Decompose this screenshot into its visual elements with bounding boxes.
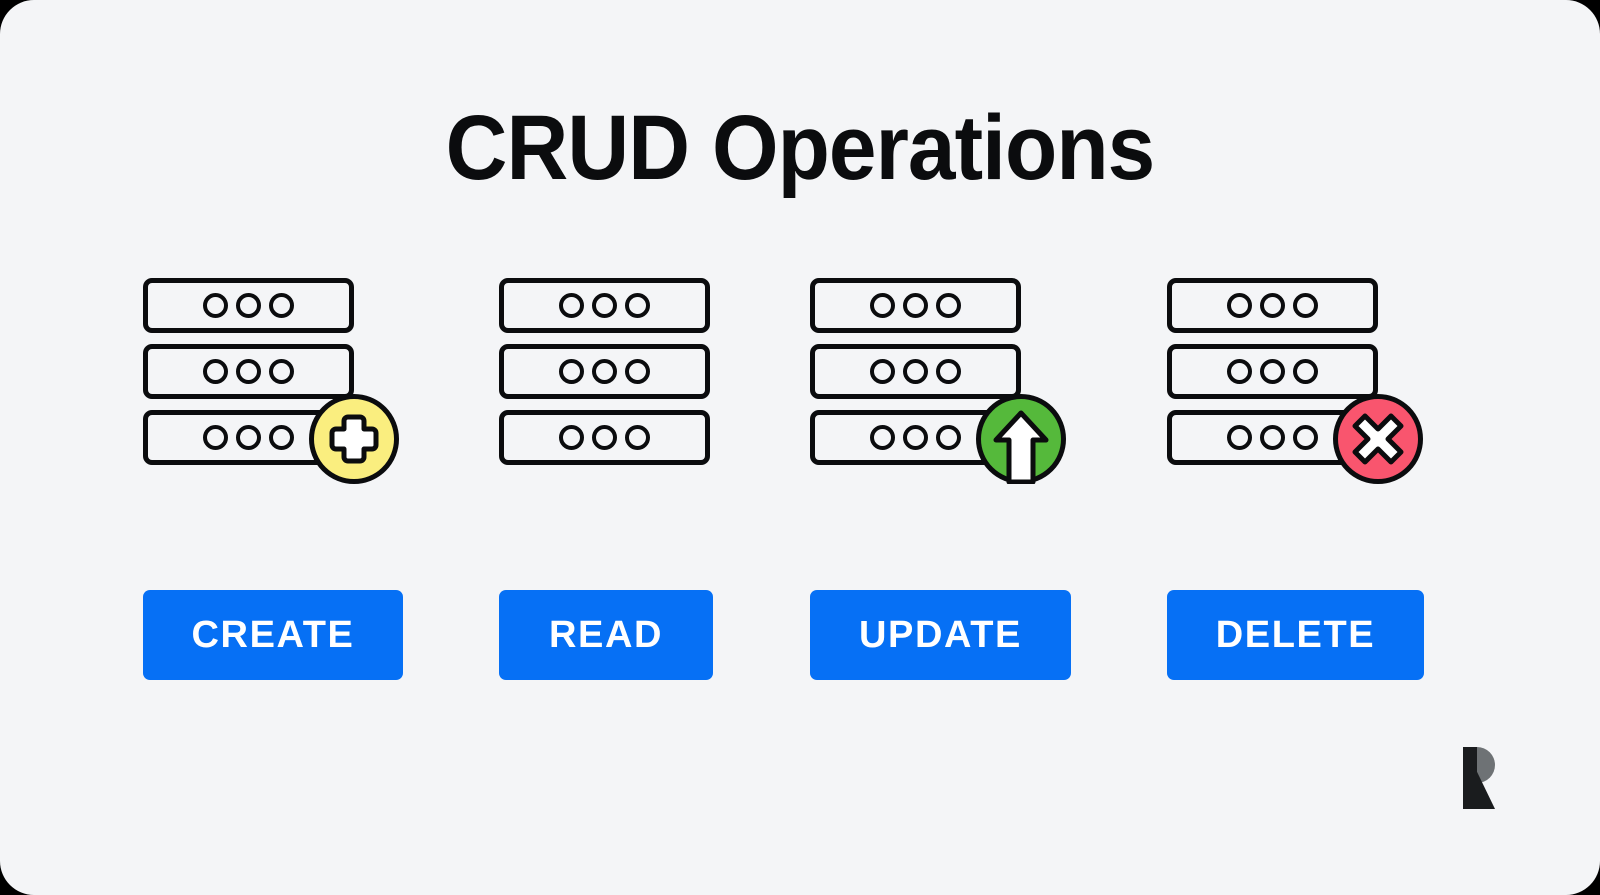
server-indicator-dot: [592, 359, 617, 384]
server-indicator-dot: [1260, 293, 1285, 318]
server-indicator-dot: [1227, 425, 1252, 450]
server-stack-icon: [810, 278, 1066, 484]
server-indicator-dot: [1293, 425, 1318, 450]
server-row: [810, 278, 1021, 333]
server-row: [499, 344, 710, 399]
server-row: [810, 344, 1021, 399]
server-indicator-dot: [625, 359, 650, 384]
server-row: [499, 410, 710, 465]
update-button[interactable]: UPDATE: [810, 590, 1071, 680]
read-button[interactable]: READ: [499, 590, 713, 680]
server-indicator-dot: [236, 359, 261, 384]
server-indicator-dot: [269, 293, 294, 318]
server-indicator-dot: [236, 425, 261, 450]
server-indicator-dot: [592, 293, 617, 318]
server-row: [499, 278, 710, 333]
server-indicator-dot: [1227, 293, 1252, 318]
server-indicator-dot: [203, 425, 228, 450]
create-button[interactable]: CREATE: [143, 590, 403, 680]
server-indicator-dot: [1293, 359, 1318, 384]
server-indicator-dot: [1227, 359, 1252, 384]
delete-button[interactable]: DELETE: [1167, 590, 1424, 680]
server-indicator-dot: [870, 293, 895, 318]
server-row: [1167, 278, 1378, 333]
server-indicator-dot: [203, 293, 228, 318]
server-indicator-dot: [236, 293, 261, 318]
page-title: CRUD Operations: [445, 97, 1156, 199]
server-indicator-dot: [936, 293, 961, 318]
server-indicator-dot: [936, 359, 961, 384]
server-indicator-dot: [1293, 293, 1318, 318]
server-indicator-dot: [903, 425, 928, 450]
operation-column-delete: [1167, 278, 1423, 484]
operation-column-create: [143, 278, 399, 484]
server-indicator-dot: [592, 425, 617, 450]
operation-column-read: [499, 278, 710, 474]
server-indicator-dot: [203, 359, 228, 384]
server-stack-icon: [499, 278, 710, 474]
plus-icon: [309, 394, 399, 484]
server-indicator-dot: [625, 425, 650, 450]
server-indicator-dot: [870, 425, 895, 450]
server-row: [143, 344, 354, 399]
server-indicator-dot: [903, 293, 928, 318]
close-x-icon: [1333, 394, 1423, 484]
arrow-up-icon: [976, 394, 1066, 484]
server-indicator-dot: [559, 359, 584, 384]
server-stack-icon: [143, 278, 399, 484]
server-indicator-dot: [559, 293, 584, 318]
server-row: [143, 278, 354, 333]
server-indicator-dot: [1260, 425, 1285, 450]
server-indicator-dot: [903, 359, 928, 384]
server-indicator-dot: [625, 293, 650, 318]
server-indicator-dot: [936, 425, 961, 450]
brand-r-logo: [1463, 747, 1495, 809]
operation-column-update: [810, 278, 1066, 484]
server-indicator-dot: [269, 359, 294, 384]
server-indicator-dot: [269, 425, 294, 450]
server-indicator-dot: [559, 425, 584, 450]
server-stack-icon: [1167, 278, 1423, 484]
server-indicator-dot: [870, 359, 895, 384]
server-row: [1167, 344, 1378, 399]
server-indicator-dot: [1260, 359, 1285, 384]
